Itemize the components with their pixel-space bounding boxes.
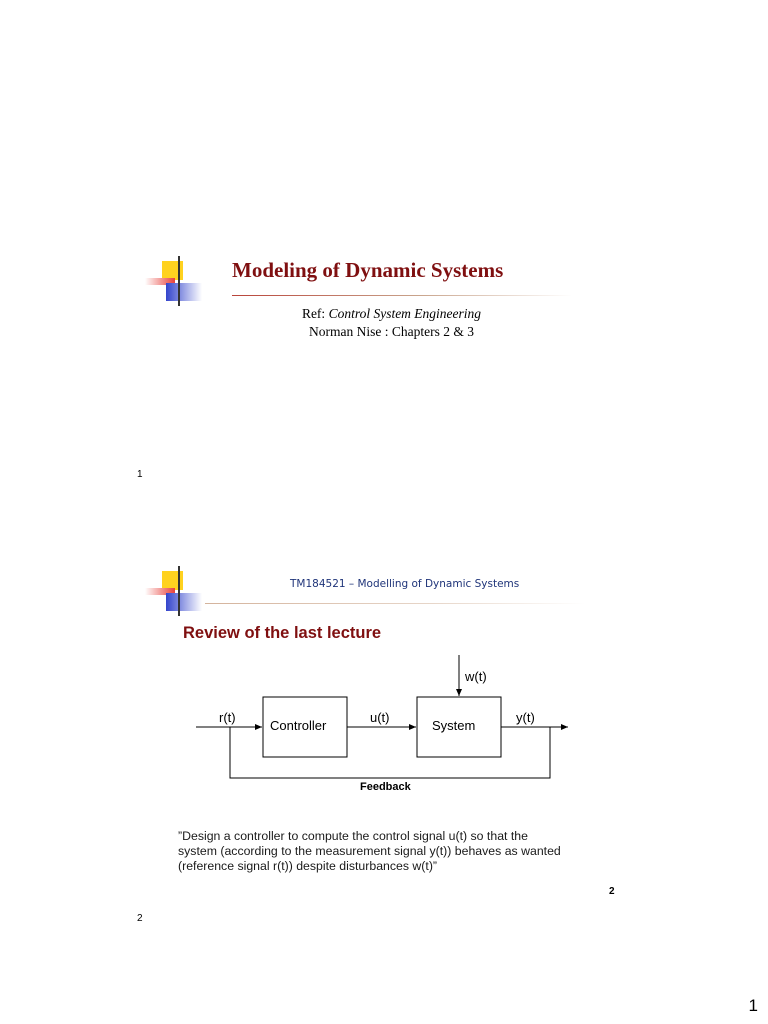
slide2-title: Review of the last lecture bbox=[183, 624, 382, 642]
system-label: System bbox=[432, 718, 476, 733]
control-signal-label: u(t) bbox=[370, 710, 390, 725]
title-divider bbox=[232, 295, 572, 296]
system-block bbox=[416, 696, 502, 758]
slide2-inner-page-number: 2 bbox=[609, 886, 615, 897]
feedback-label: Feedback bbox=[360, 781, 411, 793]
disturbance-label: w(t) bbox=[465, 669, 487, 684]
quote-line: (reference signal r(t)) despite disturba… bbox=[178, 859, 438, 873]
document-page-number: 1 bbox=[748, 996, 758, 1015]
ref-prefix: Ref: bbox=[301, 306, 326, 321]
quote-line: system (according to the measurement sig… bbox=[178, 844, 561, 858]
feedback-line bbox=[229, 727, 551, 779]
slide2-page-number: 2 bbox=[137, 913, 143, 924]
reference-author: Norman Nise : Chapters 2 & 3 bbox=[309, 324, 474, 339]
controller-block bbox=[262, 696, 348, 758]
header-divider bbox=[205, 603, 585, 604]
slide2-header: TM184521 – Modelling of Dynamic Systems bbox=[290, 578, 520, 590]
design-quote: ”Design a controller to compute the cont… bbox=[178, 829, 608, 874]
quote-line: ”Design a controller to compute the cont… bbox=[178, 829, 528, 843]
input-label: r(t) bbox=[219, 710, 236, 725]
slide-logo bbox=[145, 256, 205, 306]
slide-logo bbox=[145, 566, 205, 616]
slide1-title: Modeling of Dynamic Systems bbox=[232, 258, 504, 282]
ref-book-title: Control System Engineering bbox=[328, 306, 482, 321]
controller-label: Controller bbox=[270, 718, 327, 733]
slide1-page-number: 1 bbox=[137, 469, 143, 480]
output-label: y(t) bbox=[516, 710, 535, 725]
reference-line: Ref: Control System Engineering bbox=[0, 306, 768, 322]
